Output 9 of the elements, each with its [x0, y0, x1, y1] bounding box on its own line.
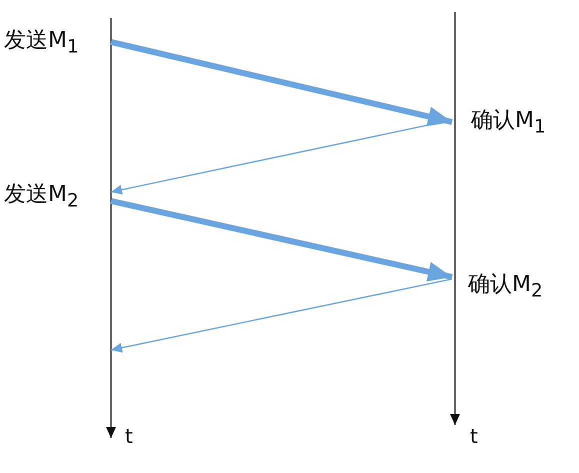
- message-arrow: [110, 39, 453, 126]
- event-label: 发送M$_{2}$: [2, 178, 111, 214]
- event-label: 确认M$_{2}$: [452, 268, 570, 304]
- axis-label: t: [470, 424, 478, 448]
- event-label: 发送M$_{1}$: [2, 24, 111, 60]
- event-label: 确认M$_{1}$: [452, 104, 570, 140]
- message-arrow: [110, 198, 453, 282]
- axis-label: t: [125, 424, 133, 448]
- message-arrow: [110, 278, 452, 353]
